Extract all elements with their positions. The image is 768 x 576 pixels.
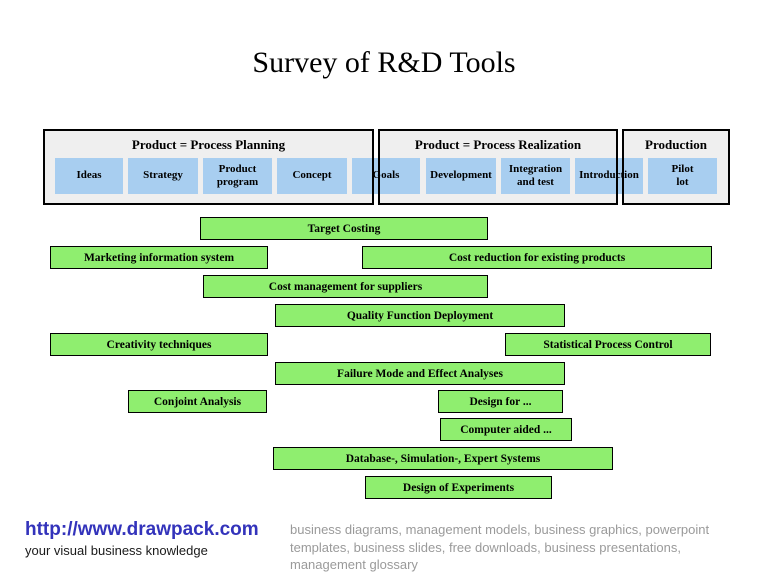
tool-bar-failure-mode-and-effect-analyses: Failure Mode and Effect Analyses	[275, 362, 565, 385]
tool-bar-creativity-techniques: Creativity techniques	[50, 333, 268, 356]
phase-box-integration-and-test: Integration and test	[501, 158, 570, 194]
phase-box-introduction: Introduction	[575, 158, 643, 194]
phase-box-product-program: Product program	[203, 158, 272, 194]
footer-description: business diagrams, management models, bu…	[290, 522, 710, 572]
footer-left: http://www.drawpack.com your visual busi…	[25, 519, 259, 558]
page-title: Survey of R&D Tools	[252, 46, 516, 79]
tool-bar-computer-aided: Computer aided ...	[440, 418, 572, 441]
tool-bar-design-of-experiments: Design of Experiments	[365, 476, 552, 499]
drawpack-url-link[interactable]: http://www.drawpack.com	[25, 519, 259, 540]
tool-bar-target-costing: Target Costing	[200, 217, 488, 240]
tool-bar-quality-function-deployment: Quality Function Deployment	[275, 304, 565, 327]
phase-box-pilot-lot: Pilot lot	[648, 158, 717, 194]
tool-bar-cost-reduction-for-existing-products: Cost reduction for existing products	[362, 246, 712, 269]
tool-bar-marketing-information-system: Marketing information system	[50, 246, 268, 269]
tool-bar-cost-management-for-suppliers: Cost management for suppliers	[203, 275, 488, 298]
tool-bar-statistical-process-control: Statistical Process Control	[505, 333, 711, 356]
phase-box-strategy: Strategy	[128, 158, 198, 194]
tool-bar-conjoint-analysis: Conjoint Analysis	[128, 390, 267, 413]
footer-tagline: your visual business knowledge	[25, 543, 208, 558]
tool-bar-design-for: Design for ...	[438, 390, 563, 413]
tool-bar-database-simulation-expert-systems: Database-, Simulation-, Expert Systems	[273, 447, 613, 470]
phase-box-goals: Goals	[352, 158, 420, 194]
phase-box-concept: Concept	[277, 158, 347, 194]
phase-box-development: Development	[426, 158, 496, 194]
phase-box-ideas: Ideas	[55, 158, 123, 194]
